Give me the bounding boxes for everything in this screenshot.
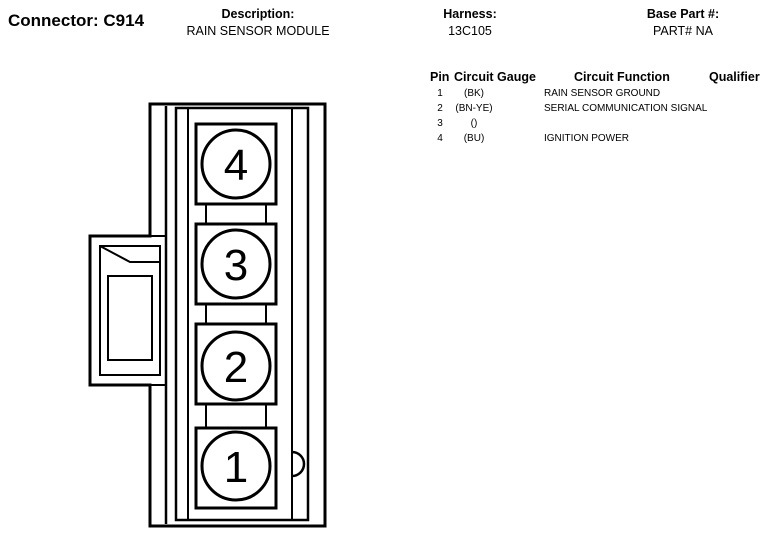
base-part-label: Base Part #: — [646, 7, 720, 21]
pin-label-4: 4 — [224, 141, 248, 190]
table-row: 1 (BK) RAIN SENSOR GROUND — [0, 88, 771, 103]
cavity-separator — [205, 304, 267, 324]
polarity-notch — [291, 450, 306, 478]
table-row: 4 (BU) IGNITION POWER — [0, 133, 771, 148]
header-circuit-gauge: Circuit Gauge — [454, 70, 536, 84]
connector-housing-outline — [88, 102, 327, 528]
base-part-block: Base Part #: PART# NA — [623, 6, 743, 40]
connector-title: Connector: C914 — [8, 11, 145, 30]
circuit-gauge: (BU) — [463, 133, 485, 144]
cavity-separator — [205, 204, 267, 224]
cavity-separator — [205, 404, 267, 428]
pin-label-3: 3 — [224, 241, 248, 290]
description-value: RAIN SENSOR MODULE — [186, 24, 330, 38]
pin-cavity-1 — [194, 426, 278, 510]
pin-number: 1 — [437, 88, 443, 99]
circuit-gauge: () — [470, 118, 478, 129]
circuit-gauge: (BK) — [464, 88, 484, 99]
pin-label-2: 2 — [224, 343, 248, 392]
harness-label: Harness: — [443, 7, 497, 21]
circuit-gauge: (BN-YE) — [455, 103, 493, 114]
description-label: Description: — [221, 7, 295, 21]
latch-inner — [107, 275, 153, 361]
pin-cavity-4 — [194, 122, 278, 206]
harness-block: Harness: 13C105 — [420, 6, 520, 40]
header-qualifier: Qualifier — [709, 70, 760, 84]
pin-label-1: 1 — [224, 443, 248, 492]
cavity-frame — [174, 106, 310, 522]
pin-circle-2 — [200, 330, 272, 402]
latch-body — [99, 245, 161, 376]
header-pin: Pin — [430, 70, 450, 84]
circuit-function: RAIN SENSOR GROUND — [544, 88, 661, 99]
pin-table: 1 (BK) RAIN SENSOR GROUND 2 (BN-YE) SERI… — [0, 88, 771, 148]
pin-number: 4 — [437, 133, 443, 144]
base-part-value: PART# NA — [653, 24, 713, 38]
table-row: 2 (BN-YE) SERIAL COMMUNICATION SIGNAL — [0, 103, 771, 118]
circuit-function: IGNITION POWER — [544, 133, 629, 144]
pin-number: 2 — [437, 103, 443, 114]
table-row: 3 () — [0, 118, 771, 133]
circuit-function: SERIAL COMMUNICATION SIGNAL — [544, 103, 708, 114]
harness-value: 13C105 — [448, 24, 492, 38]
latch-ramp — [99, 245, 160, 263]
pin-cavity-3 — [194, 222, 278, 306]
pin-circle-4 — [200, 128, 272, 200]
pin-cavity-2 — [194, 322, 278, 406]
header-circuit-function: Circuit Function — [574, 70, 670, 84]
latch-hood — [90, 235, 167, 386]
pin-circle-3 — [200, 228, 272, 300]
pin-number: 3 — [437, 118, 443, 129]
description-block: Description: RAIN SENSOR MODULE — [168, 6, 348, 40]
pin-circle-1 — [200, 430, 272, 502]
